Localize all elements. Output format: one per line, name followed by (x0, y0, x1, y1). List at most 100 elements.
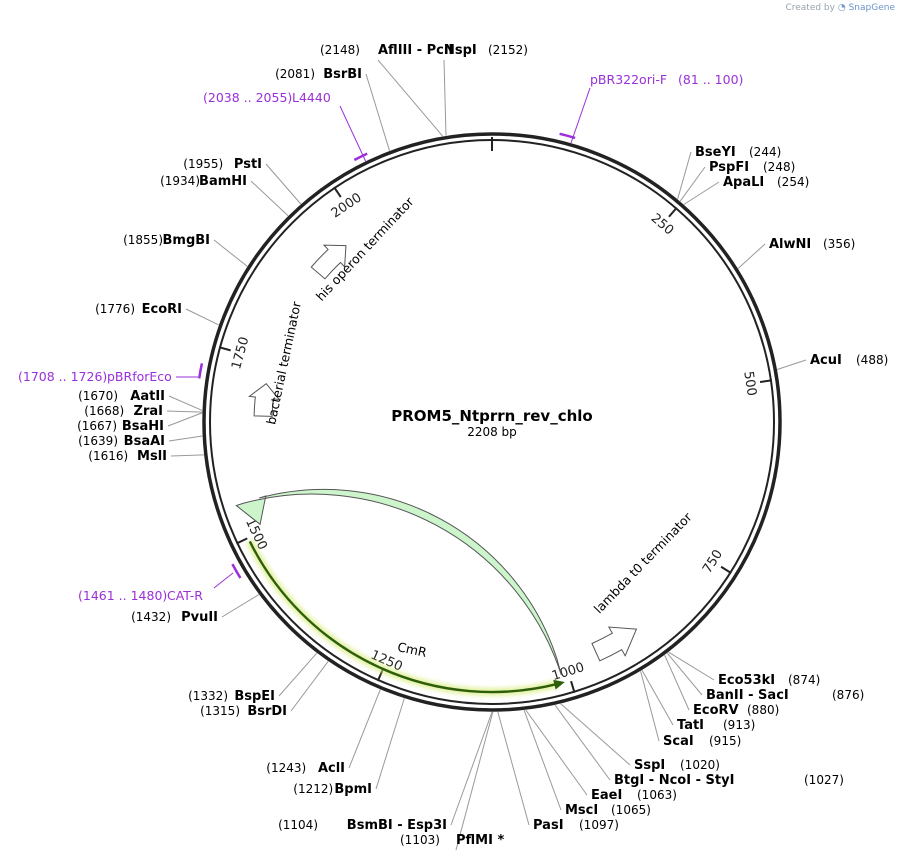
site-msli: MslI (137, 449, 167, 464)
site-pos-acui: (488) (856, 353, 888, 367)
primer-mark-l4440 (353, 152, 368, 162)
site-pos-bmgbi: (1855) (123, 233, 163, 247)
site-msci: MscI (565, 803, 598, 818)
primer-mark-cat-r (231, 563, 242, 579)
site-pspfi: PspFI (709, 160, 749, 175)
site-bsrbi: BsrBI (323, 67, 362, 82)
site-pos-aatii: (1670) (78, 389, 118, 403)
snapgene-brand: Created by ◔ SnapGene (785, 3, 895, 13)
lead-bseyi (677, 151, 692, 200)
site-tati: TatI (677, 718, 704, 733)
lead-msci (523, 710, 562, 811)
primer-lead-cat-r (213, 572, 234, 589)
lead-pflmi (455, 711, 494, 851)
primer-lead-l4440 (339, 105, 367, 163)
feature-label-bacterial-terminator: bacterial terminator (263, 299, 304, 425)
site-pos-sspi: (1020) (680, 758, 720, 772)
primer-labels: pBR322ori-F(81 .. 100)L4440(2038 .. 2055… (18, 72, 743, 603)
cmr-orf (246, 539, 565, 696)
primer-name-pbrforeco: pBRforEco (107, 369, 172, 384)
feature-cmr (235, 488, 562, 675)
brand-name: SnapGene (848, 3, 895, 13)
tick-mark-1500 (236, 537, 248, 545)
lead-ecorv (664, 654, 690, 711)
site-eaei: EaeI (591, 788, 622, 803)
primer-name-l4440: L4440 (292, 90, 331, 105)
lead-bamhi (250, 180, 289, 217)
lead-alwni (737, 243, 766, 269)
lead-aatii (168, 395, 203, 411)
tick-label-1750: 1750 (229, 335, 252, 371)
site-pos-psti: (1955) (183, 157, 223, 171)
site-eco53ki: Eco53kI (718, 673, 775, 688)
tick-mark-1000 (570, 680, 576, 693)
site-bsaai: BsaAI (124, 434, 165, 449)
site-pflmi: PflMI * (456, 833, 504, 848)
lead-bspei (278, 652, 318, 697)
lead-pspfi (679, 166, 706, 202)
site-pos-zrai: (1668) (84, 404, 124, 418)
lead-btgi-ncoi-styi (554, 704, 611, 781)
lead-zrai (166, 410, 203, 413)
lead-pasi (497, 711, 530, 826)
site-pos-ecorv: (880) (747, 703, 779, 717)
tick-mark-500 (759, 379, 773, 384)
lead-apali (683, 181, 720, 205)
lead-bsmbi-esp3i (450, 711, 493, 826)
site-ecorv: EcoRV (693, 703, 739, 718)
lead-acli (348, 689, 381, 769)
snapgene-logo-icon: ◔ (837, 3, 846, 13)
site-pos-msli: (1616) (88, 449, 128, 463)
restriction-site-labels: NspI(2152)AflIII - PciI(2148)BsrBI(2081)… (77, 43, 888, 848)
lead-tati (641, 669, 674, 726)
site-pos-scai: (915) (709, 734, 741, 748)
lead-bpmi (375, 698, 405, 790)
site-bamhi: BamHI (199, 174, 247, 189)
tick-mark-1750 (218, 346, 231, 352)
site-pos-bspei: (1332) (188, 689, 228, 703)
lead-psti (265, 163, 302, 205)
site-pos-eco53ki: (874) (788, 673, 820, 687)
lead-scai (640, 670, 660, 742)
site-pos-btgi-ncoi-styi: (1027) (804, 773, 844, 787)
site-bspei: BspEI (234, 689, 275, 704)
primer-lead-pbr322ori-f (570, 87, 591, 144)
lead-bmgbi (213, 239, 248, 267)
tick-label-2000: 2000 (329, 190, 365, 221)
primer-range-cat-r: (1461 .. 1480) (78, 588, 167, 603)
site-bsmbi-esp3i: BsmBI - Esp3I (347, 818, 447, 833)
lead-eaei (525, 709, 588, 796)
tick-mark-250 (668, 206, 678, 218)
site-nspi: NspI (444, 43, 477, 58)
site-bmgbi: BmgBI (162, 233, 210, 248)
lead-bsaai (168, 435, 203, 442)
lead-sspi (560, 703, 631, 766)
site-pvuii: PvuII (181, 610, 218, 625)
site-alwni: AlwNI (769, 237, 811, 252)
site-pos-pspfi: (248) (763, 160, 795, 174)
lead-pvuii (221, 594, 260, 618)
site-apali: ApaLI (723, 175, 764, 190)
site-pos-bsrdi: (1315) (200, 704, 240, 718)
site-pos-bsaai: (1639) (78, 434, 118, 448)
site-acui: AcuI (810, 353, 842, 368)
feature-label-cmr: CmR (396, 639, 428, 660)
primer-range-pbr322ori-f: (81 .. 100) (678, 72, 743, 87)
site-aatii: AatII (130, 389, 165, 404)
lead-msli (170, 454, 204, 457)
site-bsrdi: BsrDI (247, 704, 287, 719)
site-pasi: PasI (533, 818, 564, 833)
lead-eco53ki (668, 651, 715, 681)
site-pos-alwni: (356) (823, 237, 855, 251)
tick-mark-750 (720, 565, 732, 574)
site-pos-apali: (254) (777, 175, 809, 189)
site-leader-lines (166, 59, 807, 851)
lead-bsrdi (290, 661, 329, 712)
site-pos-bsahi: (1667) (77, 419, 117, 433)
backbone-outer-ring (202, 132, 782, 712)
site-pos-pflmi: (1103) (400, 833, 440, 847)
lead-ecori (185, 308, 219, 326)
site-pos-bamhi: (1934) (160, 174, 200, 188)
primer-mark-pbr322ori-f (559, 132, 576, 140)
